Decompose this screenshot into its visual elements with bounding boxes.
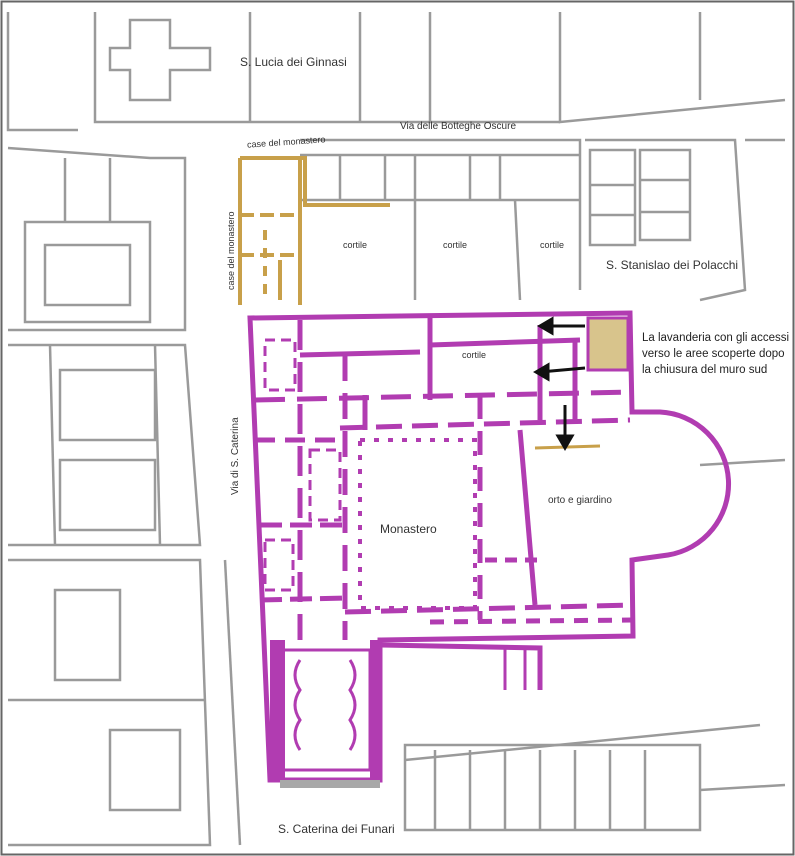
label-caterina-funari: S. Caterina dei Funari	[278, 822, 395, 836]
label-stanislao: S. Stanislao dei Polacchi	[606, 258, 739, 272]
label-cortile-inner: cortile	[462, 350, 487, 360]
courtyard-wall-ochre	[534, 444, 601, 450]
label-via-caterina: Via di S. Caterina	[230, 417, 241, 495]
label-cortile-2: cortile	[443, 240, 468, 250]
church-walls	[270, 640, 382, 780]
context-blocks	[6, 12, 786, 847]
label-monastero: Monastero	[380, 522, 437, 536]
label-cortile-1: cortile	[343, 240, 368, 250]
monastery-plan	[247, 310, 731, 783]
church-front	[280, 780, 380, 788]
label-via-botteghe: Via delle Botteghe Oscure	[400, 121, 517, 132]
access-arrows	[533, 316, 586, 451]
label-cortile-3: cortile	[540, 240, 565, 250]
houses-of-monastery	[238, 156, 390, 305]
laundry-room	[586, 316, 630, 372]
label-santa-lucia: S. Lucia dei Ginnasi	[240, 55, 347, 69]
laundry-annotation: La lavanderia con gli accessi verso le a…	[642, 332, 790, 376]
label-orto: orto e giardino	[548, 495, 612, 506]
label-case-monastero-side: case del monastero	[226, 211, 236, 290]
